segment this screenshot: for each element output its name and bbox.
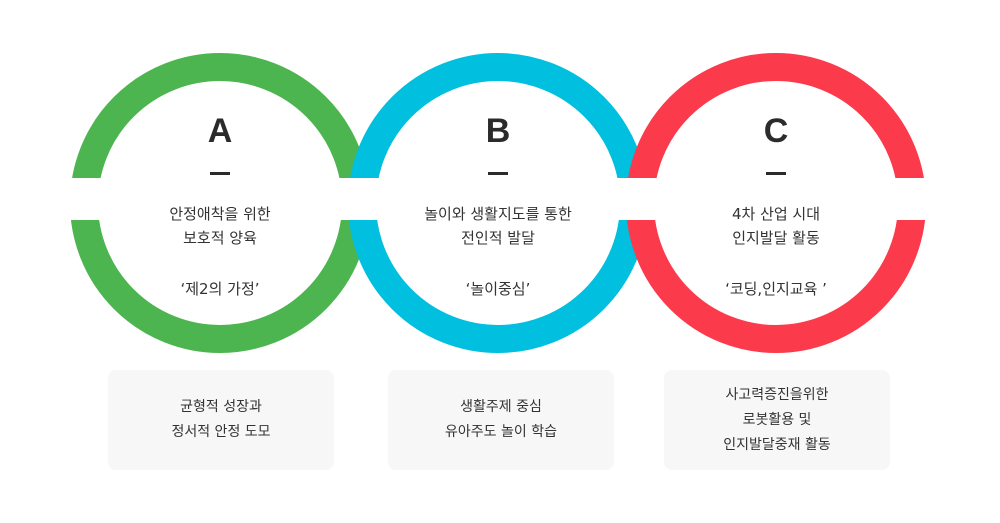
box-b: 생활주제 중심 유아주도 놀이 학습	[388, 370, 614, 470]
quote-c: ‘코딩,인지교육 ’	[725, 280, 827, 298]
quote-b: ‘놀이중심’	[465, 280, 531, 298]
divider	[210, 172, 230, 175]
box-line: 균형적 성장과	[180, 399, 262, 415]
desc-line: 놀이와 생활지도를 통한	[424, 205, 572, 223]
divider	[766, 172, 786, 175]
letter-a: A	[207, 112, 233, 150]
description-b: 놀이와 생활지도를 통한 전인적 발달	[348, 202, 648, 250]
box-c: 사고력증진을위한 로봇활용 및 인지발달중재 활동	[664, 370, 890, 470]
quote-a: ‘제2의 가정’	[180, 280, 260, 298]
desc-line: 인지발달 활동	[732, 229, 820, 247]
desc-line: 전인적 발달	[461, 229, 535, 247]
box-a: 균형적 성장과 정서적 안정 도모	[108, 370, 334, 470]
description-a: 안정애착을 위한 보호적 양육	[70, 202, 370, 250]
desc-line: 4차 산업 시대	[731, 205, 821, 223]
box-line: 인지발달중재 활동	[723, 436, 831, 453]
box-line: 사고력증진을위한	[725, 386, 829, 403]
divider	[488, 172, 508, 175]
desc-line: 안정애착을 위한	[169, 205, 271, 223]
desc-line: 보호적 양육	[183, 229, 257, 247]
box-line: 정서적 안정 도모	[171, 424, 271, 440]
box-line: 로봇활용 및	[742, 411, 812, 428]
box-line: 유아주도 놀이 학습	[445, 424, 557, 440]
description-c: 4차 산업 시대 인지발달 활동	[626, 202, 926, 250]
ring-c	[626, 53, 926, 353]
box-line: 생활주제 중심	[460, 399, 542, 415]
letter-b: B	[485, 112, 511, 150]
letter-c: C	[763, 112, 789, 150]
